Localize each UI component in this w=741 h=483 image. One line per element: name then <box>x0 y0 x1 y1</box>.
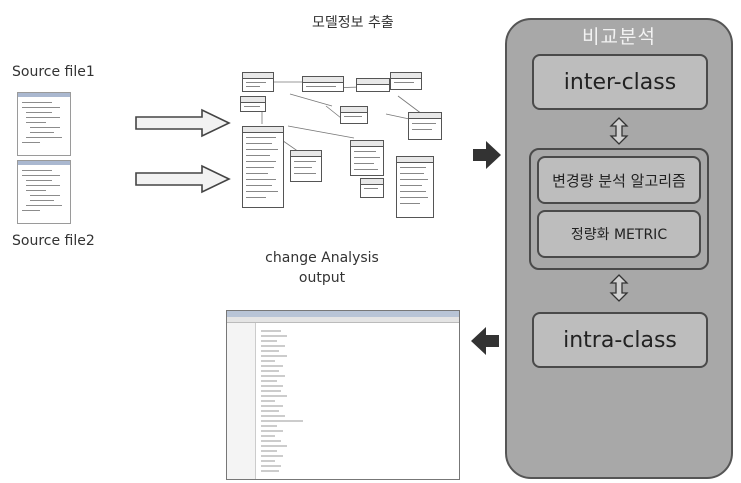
output-title: change Analysis output <box>262 248 382 288</box>
uml-class-box <box>360 178 384 198</box>
algorithm-box: 변경량 분석 알고리즘 <box>537 156 701 204</box>
intra-class-box: intra-class <box>532 312 708 368</box>
metric-box: 정량화 METRIC <box>537 210 701 258</box>
algorithm-metric-group <box>529 148 709 270</box>
uml-class-box <box>242 72 274 92</box>
intra-class-label: intra-class <box>563 327 677 353</box>
uml-class-box <box>240 96 266 112</box>
comparison-analysis-panel: 비교분석 inter-class 변경량 분석 알고리즘 정량화 METRIC … <box>505 18 733 479</box>
arrow-right-outline-icon-1 <box>135 108 231 138</box>
uml-class-box <box>350 140 384 176</box>
uml-class-box <box>408 112 442 140</box>
uml-class-box <box>302 76 344 92</box>
output-title-line2: output <box>298 270 346 286</box>
arrow-left-solid-icon <box>471 327 499 355</box>
uml-class-box <box>390 72 422 90</box>
source-file2-label: Source file2 <box>12 233 95 249</box>
arrow-right-solid-icon <box>473 141 501 169</box>
algorithm-label: 변경량 분석 알고리즘 <box>552 171 686 190</box>
uml-class-diagram <box>236 66 446 218</box>
uml-class-box <box>290 150 322 182</box>
panel-title: 비교분석 <box>582 26 656 48</box>
uml-class-box <box>396 156 434 218</box>
source-file1-thumbnail <box>17 92 71 156</box>
uml-class-box <box>242 126 284 208</box>
arrow-up-down-icon-1 <box>609 117 629 145</box>
inter-class-label: inter-class <box>563 69 677 95</box>
model-extract-title: 모델정보 추출 <box>312 15 394 31</box>
arrow-up-down-icon-2 <box>609 274 629 302</box>
output-text-lines <box>261 330 303 472</box>
arrow-right-outline-icon-2 <box>135 164 231 194</box>
metric-label: 정량화 METRIC <box>570 227 668 243</box>
uml-class-box <box>356 78 390 92</box>
inter-class-box: inter-class <box>532 54 708 110</box>
source-file1-label: Source file1 <box>12 64 95 80</box>
source-file2-thumbnail <box>17 160 71 224</box>
uml-class-box <box>340 106 368 124</box>
output-title-line1: change Analysis <box>265 250 379 266</box>
change-analysis-output-screenshot <box>226 310 460 480</box>
